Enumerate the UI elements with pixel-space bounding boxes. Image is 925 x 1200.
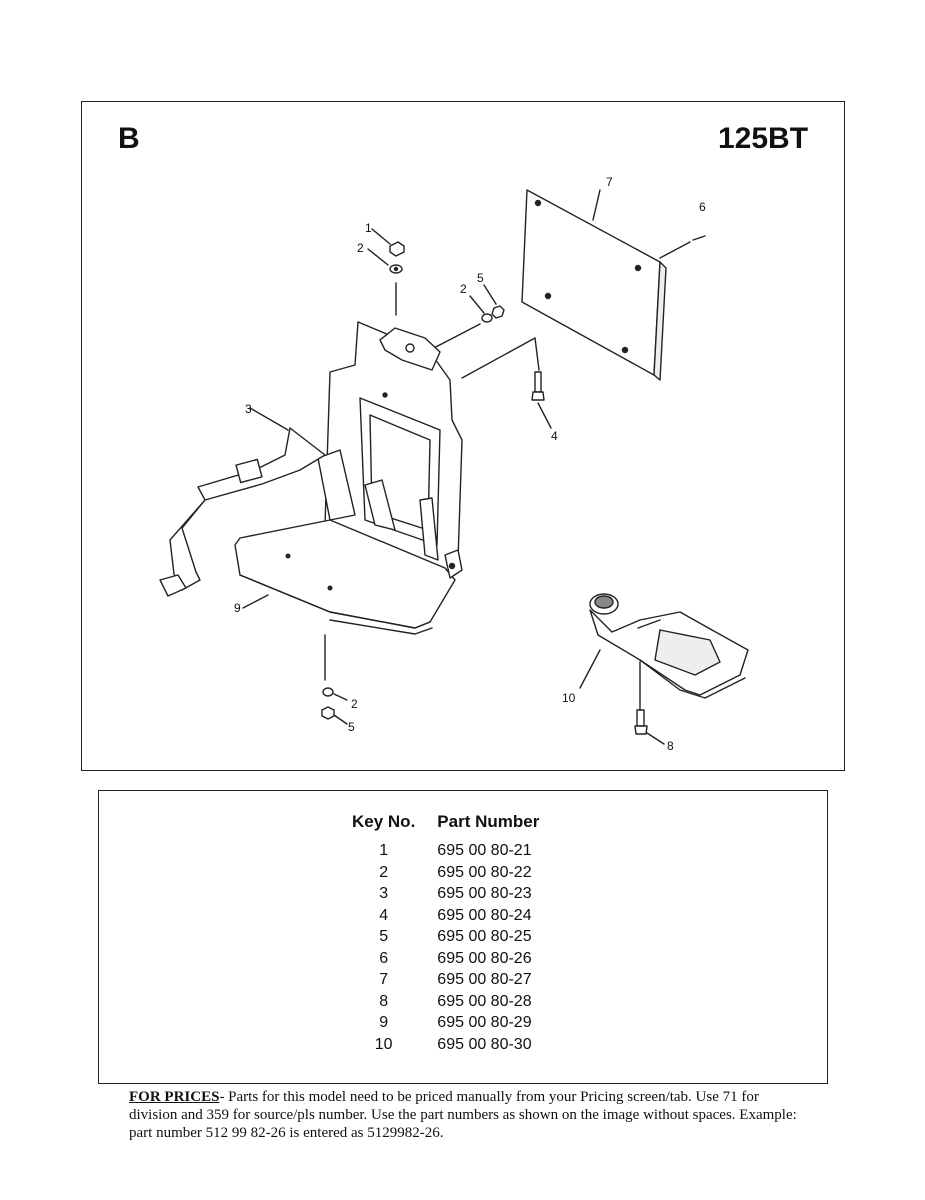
part-cell: 695 00 80-22 [437,863,532,881]
callout-2-side: 2 [460,282,467,296]
pricing-note-text: - Parts for this model need to be priced… [129,1089,797,1141]
diagram-frame [81,101,845,771]
part-cell: 695 00 80-23 [437,885,532,902]
callout-2-bottom: 2 [351,697,358,711]
table-row: 4 695 00 80-24 [352,905,539,927]
table-row: 7 695 00 80-27 [352,969,539,991]
part-cell: 695 00 80-28 [437,992,532,1010]
pricing-note: FOR PRICES- Parts for this model need to… [129,1088,809,1142]
table-row: 10 695 00 80-30 [352,1034,539,1056]
top-fasteners-drawing [367,228,405,316]
key-cell: 7 [379,971,389,988]
part-cell: 695 00 80-21 [437,842,532,859]
parts-list-box [98,790,828,1084]
part-cell: 695 00 80-30 [437,1035,532,1053]
key-cell: 1 [379,842,389,859]
part-cell: 695 00 80-27 [437,971,532,988]
table-row: 8 695 00 80-28 [352,991,539,1013]
table-row: 3 695 00 80-23 [352,883,539,905]
table-row: 2 695 00 80-22 [352,862,539,884]
pricing-note-heading: FOR PRICES [129,1089,220,1105]
screw-drawing [659,235,706,259]
callout-3: 3 [245,402,252,416]
table-header-row: Key No. Part Number [352,812,539,840]
key-cell: 8 [379,992,389,1010]
strap-drawing [159,407,326,597]
key-cell: 5 [379,928,389,945]
callout-2-top: 2 [357,241,364,255]
callout-1: 1 [365,221,372,235]
key-cell: 10 [374,1035,393,1053]
key-cell: 4 [379,906,389,924]
part-cell: 695 00 80-26 [437,949,532,967]
side-fasteners-drawing [429,284,505,351]
bolt-drawing [461,337,552,429]
table-row: 5 695 00 80-25 [352,926,539,948]
table-row: 6 695 00 80-26 [352,948,539,970]
key-cell: 9 [379,1014,389,1031]
callout-5-top: 5 [477,271,484,285]
back-plate-drawing [521,189,667,381]
part-number-header: Part Number [437,812,540,831]
model-label: 125BT [718,122,809,155]
callout-4: 4 [551,429,558,443]
part-cell: 695 00 80-25 [437,928,532,945]
callout-7: 7 [606,175,613,189]
part-cell: 695 00 80-24 [437,906,532,924]
callout-10: 10 [562,691,576,705]
tank-adapter-drawing [579,593,749,745]
key-cell: 3 [379,885,389,902]
key-no-header: Key No. [352,812,416,831]
seat-frame-drawing [234,321,463,635]
parts-table: Key No. Part Number 1 695 00 80-21 2 695 0… [352,812,539,1055]
key-cell: 2 [379,863,389,881]
table-row: 9 695 00 80-29 [352,1012,539,1034]
callout-9: 9 [234,601,241,615]
exploded-parts-drawing: 1 2 5 2 3 4 6 7 9 10 2 5 8 [159,175,749,753]
callout-6: 6 [699,200,706,214]
key-cell: 6 [379,949,389,967]
section-letter: B [118,122,140,155]
part-cell: 695 00 80-29 [437,1014,532,1031]
callout-5-bottom: 5 [348,720,355,734]
callout-8: 8 [667,739,674,753]
table-row: 1 695 00 80-21 [352,840,539,862]
bottom-fasteners-drawing [321,634,348,725]
